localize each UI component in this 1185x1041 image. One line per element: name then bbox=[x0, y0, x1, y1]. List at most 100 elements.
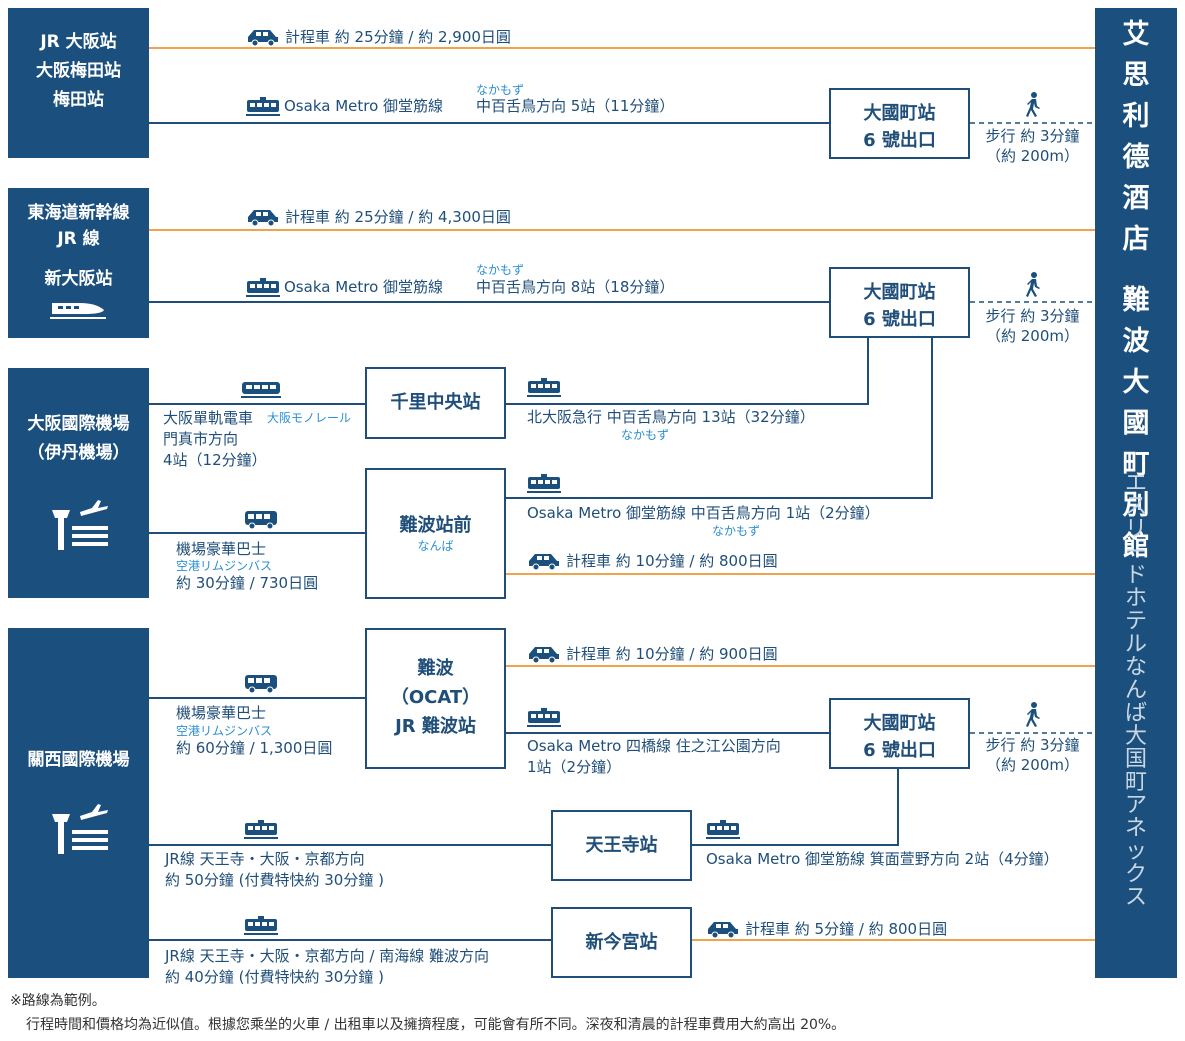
taxi-icon bbox=[248, 30, 278, 46]
hotel-sub-char: テ bbox=[1124, 609, 1147, 634]
hotel-sub-char: ネ bbox=[1124, 816, 1147, 841]
shinkansen-icon bbox=[50, 303, 106, 319]
route-ruby: なかもず bbox=[621, 428, 670, 442]
hotel-name-gap bbox=[1095, 260, 1177, 280]
hotel-name-char: 店 bbox=[1122, 224, 1150, 255]
station-exit: 6 號出口 bbox=[863, 130, 936, 151]
hotel-name-char: 館 bbox=[1122, 531, 1150, 562]
hotel-subname: エ ス リ ー ド ホ テ ル な ん ば 大 国 町 ア ネ ッ ク ス bbox=[1095, 472, 1177, 909]
hotel-sub-char: な bbox=[1124, 655, 1147, 680]
route-label: 機場豪華巴士 bbox=[176, 540, 267, 558]
route-label: Osaka Metro 四橋線 住之江公園方向 bbox=[527, 737, 781, 755]
origin-label: 新大阪站 bbox=[44, 269, 113, 289]
station-name: 大國町站 bbox=[863, 713, 936, 734]
station-name: 大國町站 bbox=[863, 103, 936, 124]
hotel-name-char: 町 bbox=[1122, 449, 1150, 480]
monorail-icon bbox=[241, 382, 281, 398]
route-label: 4站（12分鐘） bbox=[163, 451, 267, 469]
route-label: JR線 天王寺・大阪・京都方向 bbox=[165, 850, 365, 868]
walk-distance: （約 200m） bbox=[985, 756, 1079, 774]
hotel-name-char: 利 bbox=[1122, 101, 1150, 132]
station-shin-imamiya: 新今宮站 bbox=[551, 907, 692, 978]
hotel-sub-char: ー bbox=[1124, 540, 1147, 565]
hotel-sub-char: ア bbox=[1124, 793, 1147, 818]
route-ruby: 空港リムジンバス bbox=[176, 724, 273, 738]
route-label: 約 50分鐘 (付費特快約 30分鐘 ) bbox=[165, 871, 384, 889]
route-label: 計程車 約 5分鐘 / 約 800日圓 bbox=[745, 920, 948, 938]
footnote-title: ※路線為範例。 bbox=[10, 993, 106, 1009]
hotel-sub-char: ク bbox=[1124, 862, 1147, 887]
hotel-name-char: 思 bbox=[1122, 60, 1150, 91]
origin-label: 東海道新幹線 bbox=[27, 203, 130, 223]
taxi-icon bbox=[529, 647, 559, 663]
route-label: Osaka Metro 御堂筋線 中百舌鳥方向 1站（2分鐘） bbox=[527, 504, 880, 522]
station-name: 難波站前 bbox=[399, 515, 472, 536]
origin-label: JR 線 bbox=[57, 229, 100, 249]
hotel-destination: 艾 思 利 德 酒 店 難 波 大 國 町 別 館 エ ス リ ー ド ホ テ … bbox=[1095, 8, 1177, 978]
hotel-name-char: 酒 bbox=[1122, 183, 1150, 214]
station-senri-chuo: 千里中央站 bbox=[365, 367, 506, 439]
bus-icon bbox=[245, 675, 277, 694]
hotel-name-char: 難 bbox=[1122, 285, 1150, 316]
hotel-sub-char: ス bbox=[1124, 885, 1147, 910]
walking-person-icon bbox=[1026, 272, 1040, 297]
train-icon bbox=[527, 378, 561, 397]
route-ruby: 空港リムジンバス bbox=[176, 559, 273, 573]
hotel-sub-char: ド bbox=[1124, 563, 1147, 588]
hotel-sub-char: ば bbox=[1124, 701, 1147, 726]
route-label: 計程車 約 10分鐘 / 約 900日圓 bbox=[566, 645, 778, 663]
route-label: 大阪單軌電車 bbox=[163, 409, 254, 427]
hotel-sub-char: ッ bbox=[1124, 839, 1147, 864]
train-icon bbox=[244, 820, 278, 839]
station-ruby: なんば bbox=[417, 539, 454, 553]
route-label: Osaka Metro 御堂筋線 bbox=[284, 97, 444, 115]
route-label: Osaka Metro 御堂筋線 箕面萱野方向 2站（4分鐘） bbox=[706, 850, 1059, 868]
walking-person-icon bbox=[1026, 702, 1040, 727]
train-icon bbox=[246, 278, 280, 297]
origin-label: 大阪國際機場 bbox=[27, 414, 130, 434]
route-label: 機場豪華巴士 bbox=[176, 704, 267, 722]
walk-time: 步行 約 3分鐘 bbox=[985, 127, 1080, 145]
hotel-name-char: 波 bbox=[1122, 326, 1150, 357]
walk-label: 步行 約 3分鐘 （約 200m） bbox=[980, 126, 1085, 166]
station-name: 新今宮站 bbox=[585, 932, 658, 953]
route-label: 計程車 約 25分鐘 / 約 2,900日圓 bbox=[285, 28, 511, 46]
station-name: JR 難波站 bbox=[395, 716, 476, 737]
hotel-name-char: 國 bbox=[1122, 408, 1150, 439]
route-label: 北大阪急行 中百舌鳥方向 13站（32分鐘） bbox=[527, 408, 815, 426]
hotel-sub-char: 町 bbox=[1124, 770, 1147, 795]
hotel-sub-char: エ bbox=[1124, 471, 1147, 496]
route-ruby: なかもず bbox=[476, 263, 525, 277]
hotel-name-char: 艾 bbox=[1122, 19, 1150, 50]
station-daikokucho-2: 大國町站 6 號出口 bbox=[829, 267, 970, 338]
airport-icon bbox=[52, 500, 108, 550]
hotel-name-char: 大 bbox=[1122, 367, 1150, 398]
route-label: 門真市方向 bbox=[163, 430, 239, 448]
airport-icon bbox=[52, 804, 108, 854]
hotel-sub-char: リ bbox=[1124, 517, 1147, 542]
route-label: 約 30分鐘 / 730日圓 bbox=[176, 574, 319, 592]
route-label: 約 40分鐘 (付費特快約 30分鐘 ) bbox=[165, 968, 384, 986]
train-icon bbox=[246, 97, 280, 116]
hotel-name-char: 德 bbox=[1122, 142, 1150, 173]
walk-label: 步行 約 3分鐘 （約 200m） bbox=[980, 306, 1085, 346]
train-icon bbox=[706, 820, 740, 839]
route-label: JR線 天王寺・大阪・京都方向 / 南海線 難波方向 bbox=[165, 947, 489, 965]
hotel-sub-char: ホ bbox=[1124, 586, 1147, 611]
origin-label: （伊丹機場） bbox=[27, 443, 130, 463]
hotel-sub-char: ん bbox=[1124, 678, 1147, 703]
footnote-text: 行程時間和價格均為近似值。根據您乘坐的火車 / 出租車以及擁擠程度，可能會有所不… bbox=[26, 1017, 846, 1033]
origin-label: 梅田站 bbox=[53, 90, 104, 110]
station-name: 千里中央站 bbox=[390, 392, 481, 413]
route-label: 計程車 約 10分鐘 / 約 800日圓 bbox=[566, 552, 778, 570]
train-icon bbox=[527, 708, 561, 727]
taxi-icon bbox=[708, 922, 738, 938]
route-label: Osaka Metro 御堂筋線 bbox=[284, 278, 444, 296]
bus-icon bbox=[245, 511, 277, 530]
station-namba-mae: 難波站前 なんば bbox=[365, 468, 506, 599]
origin-kansai: 關西國際機場 bbox=[8, 628, 149, 978]
walk-distance: （約 200m） bbox=[985, 327, 1079, 345]
station-daikokucho-3: 大國町站 6 號出口 bbox=[829, 698, 970, 769]
route-label: 約 60分鐘 / 1,300日圓 bbox=[176, 739, 333, 757]
